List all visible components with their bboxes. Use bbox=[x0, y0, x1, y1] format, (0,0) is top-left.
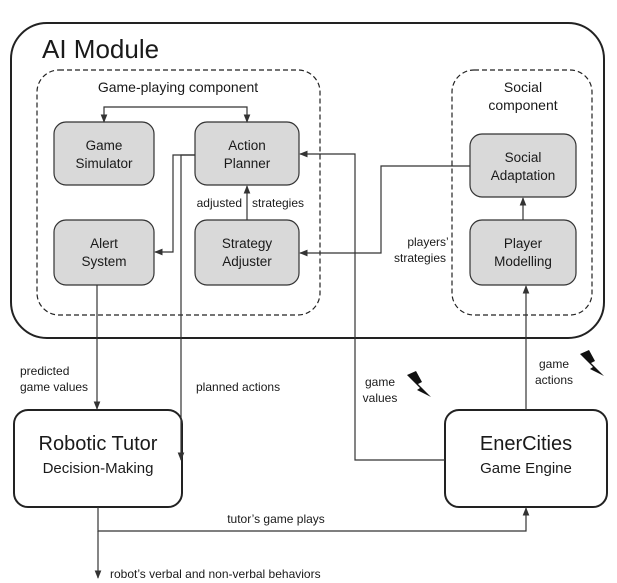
game-playing-title: Game-playing component bbox=[98, 79, 258, 95]
social-title-line1: Social bbox=[504, 79, 542, 95]
social-title-line2: component bbox=[488, 97, 557, 113]
label-strategies: strategies bbox=[252, 196, 304, 210]
label-planned-actions: planned actions bbox=[196, 380, 280, 394]
lightning-bolt-icon bbox=[580, 350, 604, 376]
social-component bbox=[451, 69, 593, 316]
alert-system-line2: System bbox=[81, 254, 126, 269]
action-planner-line1: Action bbox=[228, 138, 266, 153]
arrow-adaptation-to-adjuster bbox=[299, 165, 470, 257]
player-modelling-line1: Player bbox=[504, 236, 543, 251]
arrow-planner-to-tutor bbox=[177, 154, 195, 461]
strategy-adjuster-line1: Strategy bbox=[222, 236, 273, 251]
strategy-adjuster-line2: Adjuster bbox=[222, 254, 272, 269]
game-simulator-box: Game Simulator bbox=[53, 121, 155, 186]
robotic-tutor-box: Robotic Tutor Decision-Making bbox=[13, 409, 183, 508]
arrow-enercities-to-planner bbox=[299, 150, 445, 461]
alert-system-box: Alert System bbox=[53, 219, 155, 286]
robotic-tutor-title: Robotic Tutor bbox=[39, 433, 158, 455]
label-game-actions-2: actions bbox=[535, 373, 573, 387]
social-adaptation-line1: Social bbox=[505, 150, 542, 165]
label-values: values bbox=[363, 391, 398, 405]
label-game-values: game values bbox=[20, 380, 88, 394]
lightning-bolt-icon bbox=[407, 371, 431, 397]
label-predicted: predicted bbox=[20, 364, 69, 378]
label-game: game bbox=[365, 375, 395, 389]
enercities-subtitle: Game Engine bbox=[480, 460, 572, 477]
game-playing-component bbox=[36, 69, 321, 316]
game-simulator-line2: Simulator bbox=[75, 156, 133, 171]
enercities-title: EnerCities bbox=[480, 433, 572, 455]
arrow-simulator-planner bbox=[100, 106, 251, 123]
alert-system-line1: Alert bbox=[90, 236, 118, 251]
social-adaptation-line2: Adaptation bbox=[491, 168, 556, 183]
label-strategies-edge: strategies bbox=[394, 251, 446, 265]
strategy-adjuster-box: Strategy Adjuster bbox=[194, 219, 300, 286]
label-players: players’ bbox=[407, 235, 448, 249]
action-planner-box: Action Planner bbox=[194, 121, 300, 186]
ai-module-container bbox=[10, 22, 605, 339]
robotic-tutor-subtitle: Decision-Making bbox=[43, 460, 154, 477]
label-tutors-game-plays: tutor’s game plays bbox=[227, 512, 325, 526]
label-robot-behaviors: robot’s verbal and non-verbal behaviors bbox=[110, 567, 321, 581]
arrow-planner-to-alert bbox=[154, 154, 195, 256]
arrow-tutor-to-enercities bbox=[97, 507, 530, 532]
enercities-box: EnerCities Game Engine bbox=[444, 409, 608, 508]
label-adjusted: adjusted bbox=[197, 196, 242, 210]
label-game-actions-1: game bbox=[539, 357, 569, 371]
game-simulator-line1: Game bbox=[86, 138, 123, 153]
social-adaptation-box: Social Adaptation bbox=[469, 133, 577, 198]
action-planner-line2: Planner bbox=[224, 156, 271, 171]
ai-module-title: AI Module bbox=[42, 34, 159, 64]
player-modelling-line2: Modelling bbox=[494, 254, 552, 269]
player-modelling-box: Player Modelling bbox=[469, 219, 577, 286]
